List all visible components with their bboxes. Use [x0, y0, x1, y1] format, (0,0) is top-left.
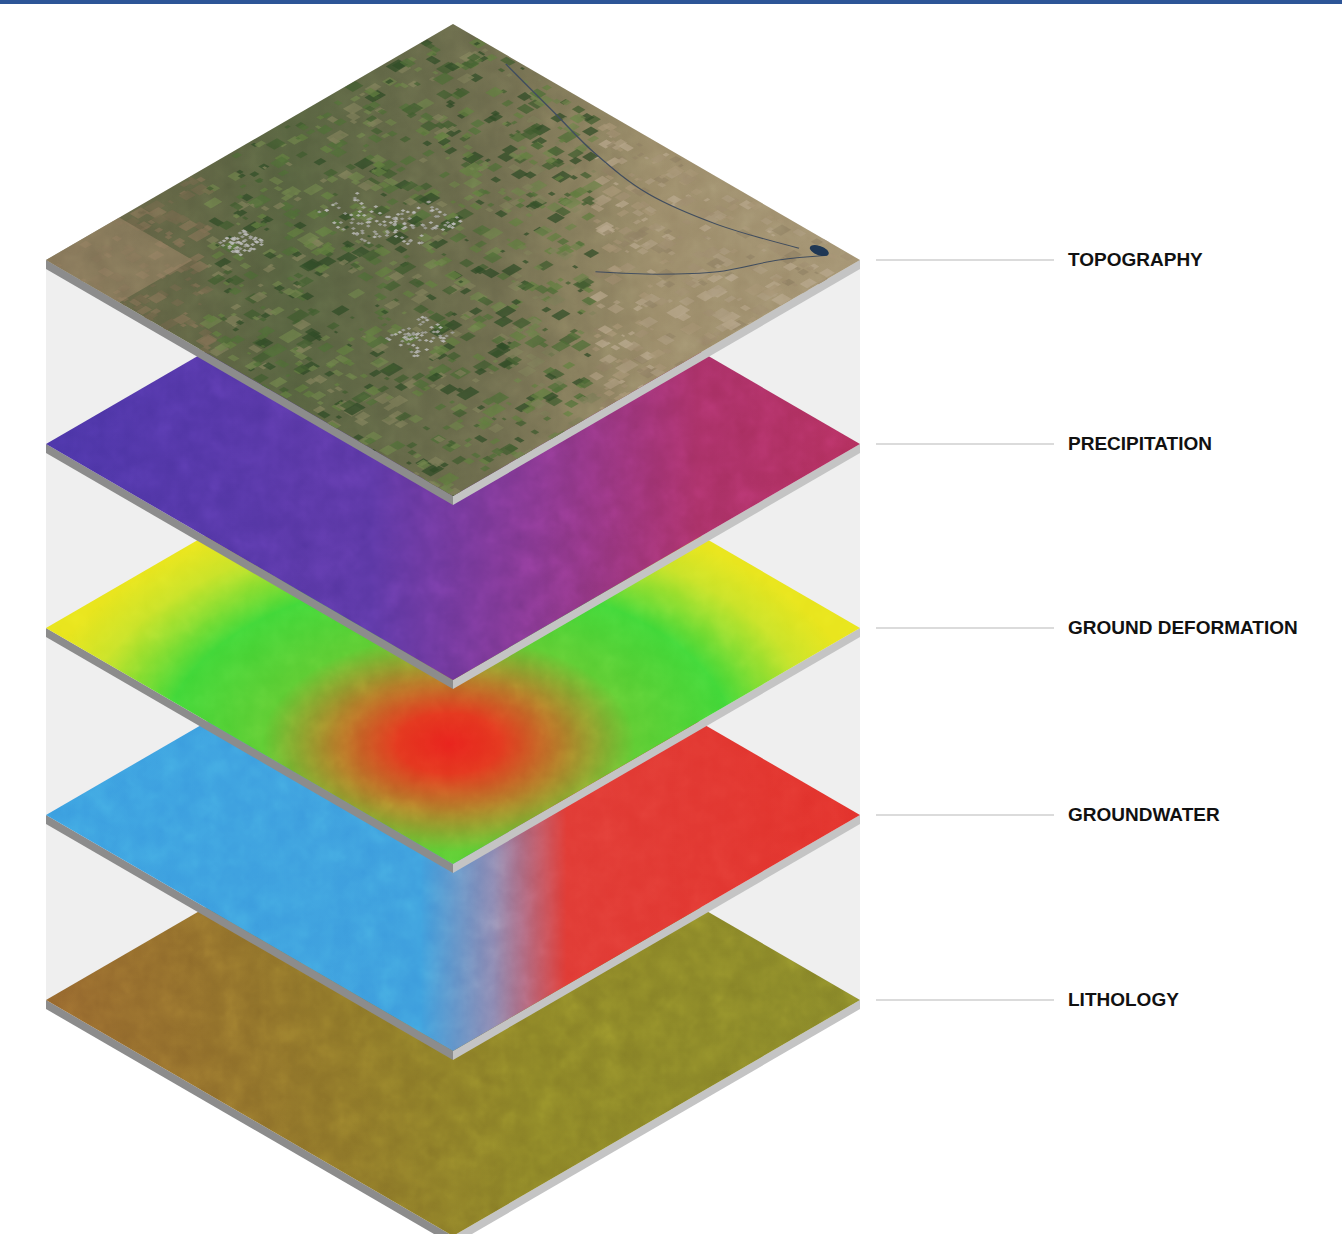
leader-line — [876, 814, 1054, 816]
layer-label: GROUND DEFORMATION — [1068, 617, 1298, 640]
layer-fill — [46, 24, 860, 496]
field-patches — [46, 24, 860, 496]
top-bar — [0, 0, 1342, 4]
layer-label: PRECIPITATION — [1068, 433, 1212, 456]
map-layer — [46, 24, 860, 505]
leader-line — [876, 259, 1054, 261]
layer-texture — [46, 24, 860, 496]
leader-line — [876, 443, 1054, 445]
leader-lines — [876, 260, 1054, 1000]
layer-face — [46, 24, 860, 496]
layer-label: TOPOGRAPHY — [1068, 249, 1203, 272]
leader-line — [876, 999, 1054, 1001]
layer-label: GROUNDWATER — [1068, 804, 1220, 827]
leader-line — [876, 627, 1054, 629]
layer-label: LITHOLOGY — [1068, 989, 1179, 1012]
